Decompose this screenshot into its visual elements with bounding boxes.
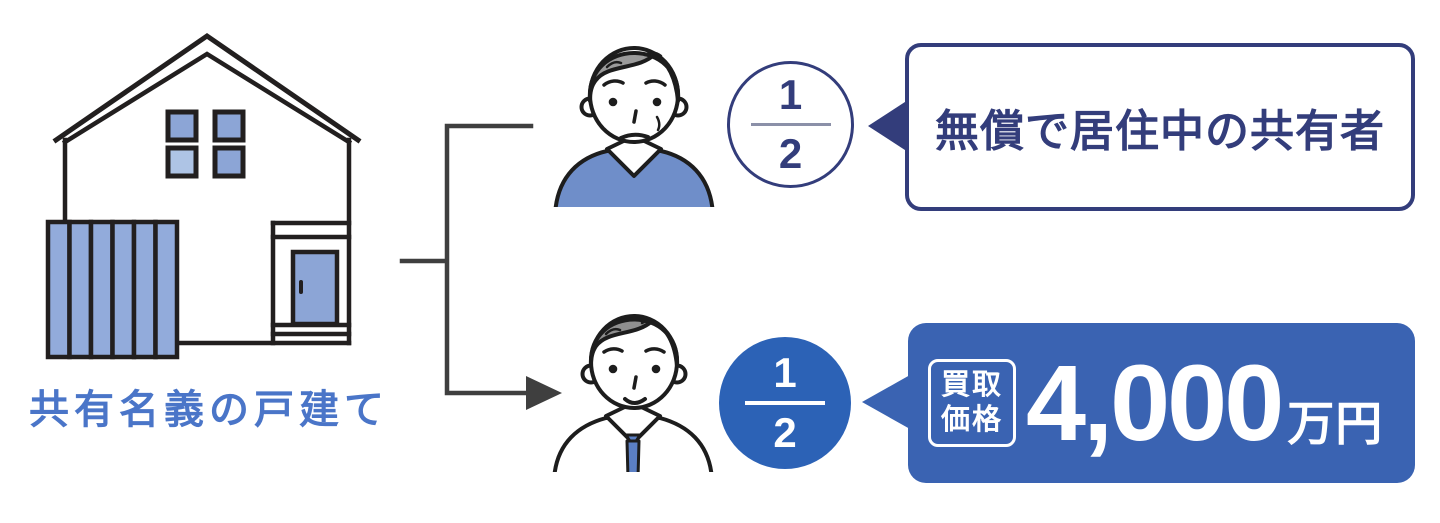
person-nose [632, 375, 638, 390]
person-eyebrow [602, 79, 625, 87]
window-icon [212, 109, 246, 143]
house-entrance [270, 220, 352, 346]
person-eyebrow [602, 347, 624, 354]
elderly-man-worried-icon [553, 46, 715, 207]
house-windows [165, 109, 246, 179]
person-eye [608, 364, 618, 374]
price-amount: 4,000 [1026, 342, 1284, 463]
person-eye [652, 97, 662, 107]
house-roof-inner [61, 51, 353, 146]
hair-strand [604, 327, 622, 336]
person-hair [588, 317, 680, 368]
house-icon [45, 32, 362, 360]
share-numerator: 1 [773, 349, 797, 397]
branch-connector [399, 123, 562, 410]
arrow-right-icon [526, 376, 562, 410]
share-circle-seller: 1 2 [719, 337, 851, 469]
price-unit: 万円 [1287, 397, 1384, 450]
window-icon [165, 145, 199, 179]
tie-blade [625, 439, 641, 472]
price-box: 買取 価格 4,000 万円 [908, 323, 1415, 483]
fraction-bar [745, 401, 825, 405]
price-amount-group: 4,000 万円 [1026, 349, 1383, 457]
person-eye [608, 97, 618, 107]
person-cheek-line [655, 115, 661, 132]
person-eyebrow [644, 79, 667, 87]
price-badge-line1: 買取 [940, 369, 1003, 402]
fraction-bar [750, 122, 831, 127]
young-man-smiling-icon [552, 314, 714, 472]
window-icon [212, 145, 246, 179]
callout-arrow-left-icon [868, 100, 908, 152]
share-denominator: 2 [773, 408, 797, 456]
person-mouth-smile [623, 397, 647, 405]
share-circle-resident: 1 2 [727, 61, 854, 188]
share-denominator: 2 [778, 130, 803, 178]
person-eye [651, 364, 661, 374]
person-eyebrow [644, 347, 666, 354]
fence-icon [45, 219, 180, 360]
hair-strand [643, 51, 663, 58]
property-label: 共有名義の戸建て [29, 388, 389, 432]
person-nose [632, 109, 638, 124]
hair-strand [605, 60, 623, 69]
person-mouth-frown [619, 132, 650, 140]
share-numerator: 1 [778, 70, 803, 118]
person-hair [587, 51, 681, 103]
callout-text: 無償で居住中の共有者 [935, 107, 1385, 156]
hair-strand [640, 319, 660, 326]
price-badge-line2: 価格 [940, 404, 1003, 436]
connector-lines [399, 123, 534, 396]
callout-bubble: 無償で居住中の共有者 [905, 43, 1415, 211]
house-roof-outer [52, 32, 362, 144]
price-arrow-left-icon [862, 375, 910, 429]
window-icon [165, 109, 199, 143]
price-badge: 買取 価格 [928, 359, 1016, 447]
